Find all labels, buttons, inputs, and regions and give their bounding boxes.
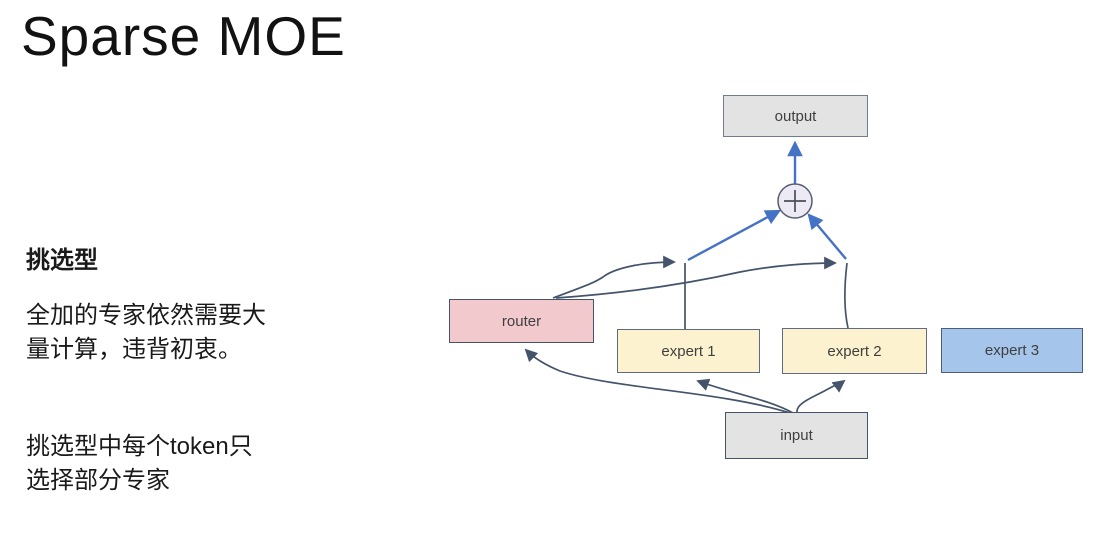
node-router: router xyxy=(449,299,594,343)
node-router-label: router xyxy=(501,312,542,330)
wire-router-to-expert1 xyxy=(552,255,676,299)
node-expert-2: expert 2 xyxy=(782,328,927,374)
notes-paragraph-1: 全加的专家依然需要大 量计算，违背初衷。 xyxy=(26,302,266,363)
node-expert-3: expert 3 xyxy=(941,328,1083,373)
notes-paragraph-2: 挑选型中每个token只 选择部分专家 xyxy=(26,433,253,494)
node-expert-2-label: expert 2 xyxy=(827,342,882,360)
slide-title: Sparse MOE xyxy=(21,5,346,67)
notes-heading: 挑选型 xyxy=(26,247,98,274)
node-output: output xyxy=(723,95,868,137)
node-expert-1-label: expert 1 xyxy=(661,342,716,360)
node-expert-3-label: expert 3 xyxy=(984,342,1040,359)
wire-input-to-expert2 xyxy=(796,379,846,413)
node-input: input xyxy=(725,412,868,459)
node-output-label: output xyxy=(774,107,817,125)
plus-icon xyxy=(784,190,806,212)
wire-input-to-router xyxy=(524,348,791,414)
sum-node xyxy=(777,183,813,219)
wire-expert2-up xyxy=(844,262,849,329)
wire-input-to-expert1 xyxy=(696,378,794,414)
node-input-label: input xyxy=(780,427,813,444)
node-expert-1: expert 1 xyxy=(617,329,760,373)
wire-expert2-to-sum xyxy=(807,213,847,260)
wire-router-to-expert2 xyxy=(555,256,837,299)
wire-expert1-to-sum xyxy=(687,209,782,262)
